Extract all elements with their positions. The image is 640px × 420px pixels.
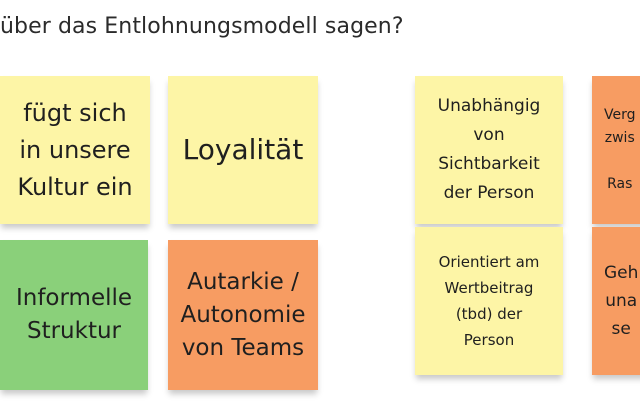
sticky-note-sichtbarkeit[interactable]: Unabhängig von Sichtbarkeit der Person: [415, 76, 563, 224]
sticky-note-gehalt[interactable]: Geh una se: [592, 227, 640, 375]
sticky-note-text: Geh una se: [604, 263, 639, 339]
sticky-note-text: Loyalität: [182, 133, 304, 166]
sticky-note-text: Orientiert am Wertbeitrag (tbd) der Pers…: [438, 253, 540, 349]
sticky-note-text: fügt sich in unsere Kultur ein: [17, 98, 133, 201]
sticky-note-text: Unabhängig von Sichtbarkeit der Person: [437, 96, 541, 203]
sticky-note-autarkie[interactable]: Autarkie / Autonomie von Teams: [168, 240, 318, 390]
sticky-note-wertbeitrag[interactable]: Orientiert am Wertbeitrag (tbd) der Pers…: [415, 227, 563, 375]
board-question-title: über das Entlohnungsmodell sagen?: [0, 14, 404, 39]
sticky-note-vergleich[interactable]: Verg zwis Ras: [592, 76, 640, 224]
sticky-note-text: Verg zwis Ras: [604, 107, 636, 192]
sticky-note-loyalitaet[interactable]: Loyalität: [168, 76, 318, 224]
sticky-note-informelle-struktur[interactable]: Informelle Struktur: [0, 240, 148, 390]
sticky-note-text: Autarkie / Autonomie von Teams: [180, 268, 306, 361]
sticky-note-kultur[interactable]: fügt sich in unsere Kultur ein: [0, 76, 150, 224]
sticky-note-text: Informelle Struktur: [15, 285, 133, 344]
